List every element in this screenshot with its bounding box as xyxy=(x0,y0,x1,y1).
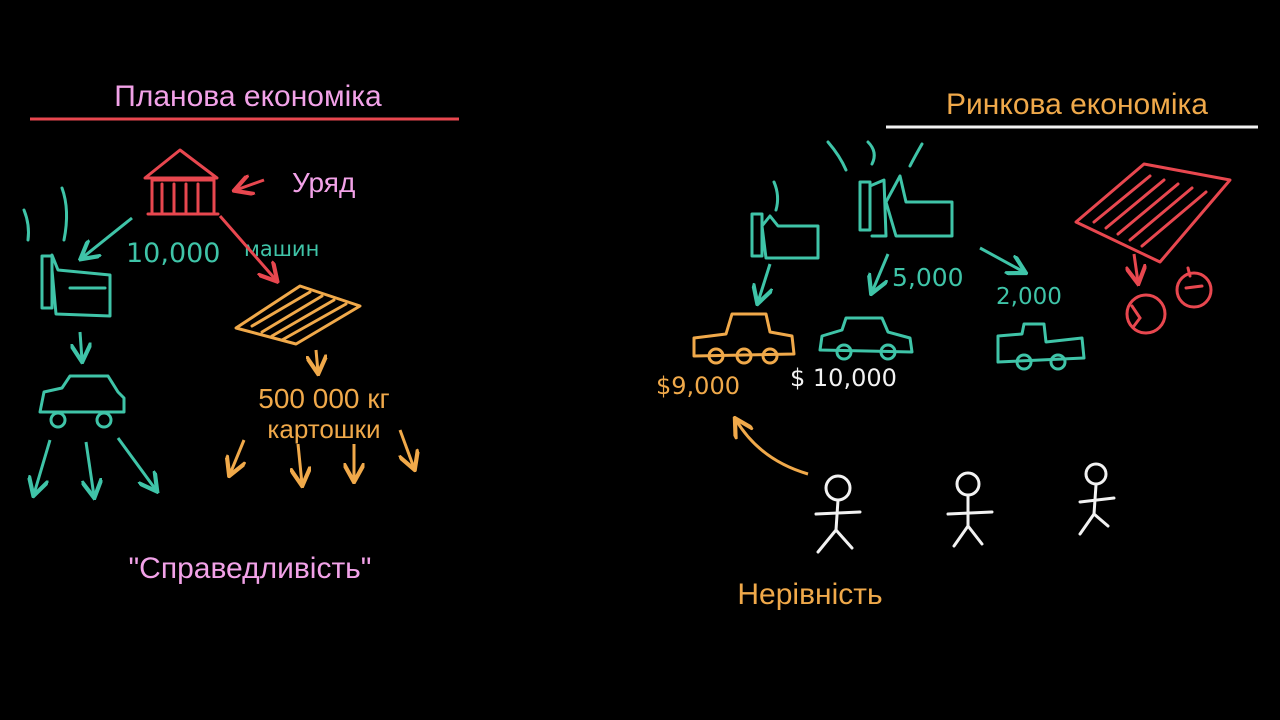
person-icon-2 xyxy=(946,471,994,548)
arrow-person-to-car xyxy=(736,420,809,476)
tomato-icon xyxy=(1125,266,1213,335)
factory-icon xyxy=(22,186,112,318)
truck-icon xyxy=(996,322,1086,371)
price-9000: $9,000 xyxy=(656,372,740,400)
planned-economy-section: Планова економіка Уряд 10,000 машин xyxy=(22,80,459,585)
planned-principle: "Справедливість" xyxy=(129,552,372,585)
farm-field-icon xyxy=(234,284,362,346)
arrow-farm-to-potatoes xyxy=(316,349,318,372)
factory-small-icon xyxy=(750,180,820,260)
car-distribution-arrows xyxy=(34,437,156,496)
arrow-field-to-produce xyxy=(1134,253,1138,282)
market-principle: Нерівність xyxy=(737,578,882,611)
car-orange-icon xyxy=(692,312,796,365)
person-icon-3 xyxy=(1078,462,1116,536)
government-label: Уряд xyxy=(292,167,355,198)
planned-economy-title: Планова економіка xyxy=(114,80,382,113)
person-icon-1 xyxy=(814,474,862,554)
factory-large-icon xyxy=(826,140,954,238)
arrow-government-to-farm xyxy=(218,215,276,280)
potato-distribution-arrows xyxy=(230,429,414,484)
potato-amount: 500 000 кг xyxy=(258,383,389,414)
arrow-government-to-factory xyxy=(82,216,133,258)
car-icon xyxy=(38,374,126,429)
arrow-small-factory-to-car xyxy=(758,263,770,302)
government-building-icon xyxy=(143,148,220,216)
arrow-to-government xyxy=(236,180,265,190)
potato-unit: картошки xyxy=(267,414,380,444)
car-teal-icon xyxy=(818,316,914,361)
cars-quantity: 10,000 xyxy=(126,238,220,269)
arrow-factory-to-car xyxy=(80,331,82,360)
large-factory-output-arrows xyxy=(872,246,1024,292)
market-economy-title: Ринкова економіка xyxy=(946,88,1208,121)
price-10000: $ 10,000 xyxy=(790,364,897,392)
quantity-5000: 5,000 xyxy=(892,263,964,292)
farm-field-red-icon xyxy=(1074,162,1232,264)
quantity-2000: 2,000 xyxy=(996,284,1062,310)
market-economy-section: Ринкова економіка 5,000 2,000 xyxy=(656,88,1258,611)
